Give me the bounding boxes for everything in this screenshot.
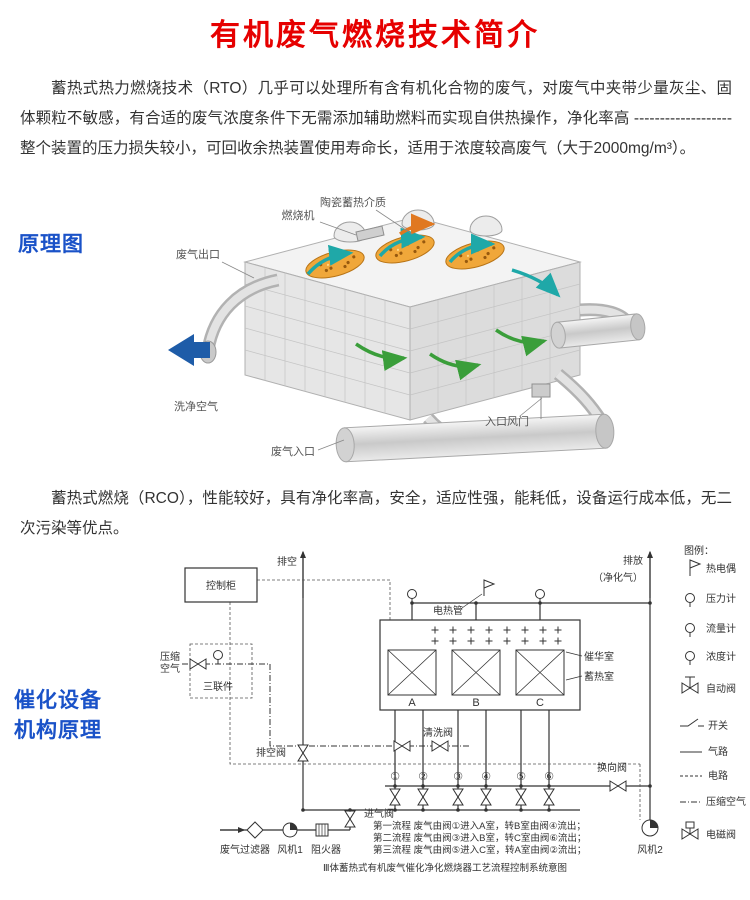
side-duct-cylinder [550,313,646,349]
valve-number-6: ⑥ [544,771,554,783]
inline-equipment [246,819,659,839]
legend-auto-valve: 自动阀 [706,682,736,695]
legend-pressure-gauge: 压力计 [706,592,736,605]
chamber-c-label: C [536,697,544,709]
valve-numbers: ① ② ③ ④ ⑤ ⑥ [390,771,554,783]
rto-label-clean-air: 洗净空气 [174,399,218,413]
valve-number-3: ③ [453,771,463,783]
legend-solenoid-valve: 电磁阀 [706,828,736,841]
inlet-duct-cylinder [335,413,615,463]
rto-label-inlet-damper: 入口风门 [485,414,529,428]
rto-label-gas-outlet: 废气出口 [176,247,220,261]
flow-line-1: 第一流程 废气由阀①进入A室，转B室由阀④流出； [373,820,586,832]
vent-label: 排空 [277,555,297,568]
rco-paragraph: 蓄热式燃烧（RCO），性能较好，具有净化率高，安全，适应性强，能耗低，设备运行成… [20,490,732,537]
section-label-principle: 原理图 [18,233,84,256]
fan1-label: 风机1 [277,843,303,856]
legend-compressed-air: 压缩空气 [706,795,746,808]
rto-label-ceramic: 陶瓷蓄热介质 [320,195,386,209]
discharge-sub-label: （净化气） [593,571,643,584]
rto-heat-box [243,216,582,421]
control-cabinet: 控制柜 [184,567,258,603]
section-label-catalytic: 催化设备 机构原理 [14,686,102,747]
filter-label: 过滤器 [240,843,270,856]
gas-piping [220,550,653,833]
compressed-air-label-2: 空气 [160,662,180,675]
schematic-caption: Ⅲ体蓄热式有机废气催化净化燃烧器工艺流程控制系统意图 [323,862,567,874]
rco-schematic: 控制柜 A B C [160,544,746,874]
compressed-air-line [182,650,470,752]
rto-diagram: 陶瓷蓄热介质 燃烧机 废气出口 洗净空气 入口风门 废气入口 [168,195,646,463]
legend: 图例： 热电偶 压力计 流量计 浓度计 自动阀 开关 气路 电路 压缩空气 电磁… [680,544,746,841]
rto-label-gas-inlet: 废气入口 [271,444,315,458]
flow-line-2: 第二流程 废气由阀③进入B室，转C室由阀⑥流出； [373,832,586,844]
label-leader-lines [221,209,543,451]
intake-valve-label: 进气阀 [364,807,394,820]
section-label-catalytic-line1: 催化设备 [14,689,102,712]
valve-number-2: ② [418,771,428,783]
clean-valve-label: 清洗阀 [423,726,453,739]
legend-concentration-meter: 浓度计 [706,650,736,663]
filter-symbol [246,821,264,839]
valve-number-5: ⑤ [516,771,526,783]
flow-arrows [168,213,561,381]
legend-flow-meter: 流量计 [706,622,736,635]
rto-label-burner: 燃烧机 [282,208,315,222]
legend-switch: 开关 [708,719,728,732]
legend-gas-line: 气路 [708,745,728,758]
compressed-air-label-1: 压缩 [160,650,180,663]
vent-valve-label: 排空阀 [256,746,286,759]
valve-number-4: ④ [481,771,491,783]
heater-label: 电热管 [433,604,463,617]
catalyst-room-label: 催华室 [584,650,614,663]
inlet-damper-box [531,383,551,419]
control-cabinet-label: 控制柜 [206,579,236,592]
chamber-assembly: A B C [379,579,583,711]
chamber-a-label: A [408,697,416,709]
waste-gas-label: 废气 [220,843,240,856]
triple-unit-label: 三联件 [203,681,233,693]
legend-electric-line: 电路 [708,769,728,782]
page-title: 有机废气燃烧技术简介 [210,19,540,52]
fan2-label: 风机2 [637,843,663,856]
control-wiring [189,579,641,820]
junction-dots [301,601,652,812]
top-domes [333,209,503,243]
burner-unit [355,225,385,242]
section-label-catalytic-line2: 机构原理 [14,719,102,743]
flow-line-3: 第三流程 废气由阀⑤进入C室，转A室由阀②流出； [373,844,586,856]
heat-room-label: 蓄热室 [584,670,614,683]
valve-number-1: ① [390,771,400,783]
flame-arrester-label: 阻火器 [311,844,341,856]
chamber-b-label: B [472,697,479,709]
legend-thermocouple: 热电偶 [706,562,736,575]
intro-paragraph: 蓄热式热力燃烧技术（RTO）几乎可以处理所有含有机化合物的废气，对废气中夹带少量… [20,80,732,157]
legend-title: 图例： [684,544,714,557]
clean-air-arrow [168,334,210,366]
discharge-label: 排放 [623,554,643,567]
reverse-valve-label: 换向阀 [597,761,627,774]
